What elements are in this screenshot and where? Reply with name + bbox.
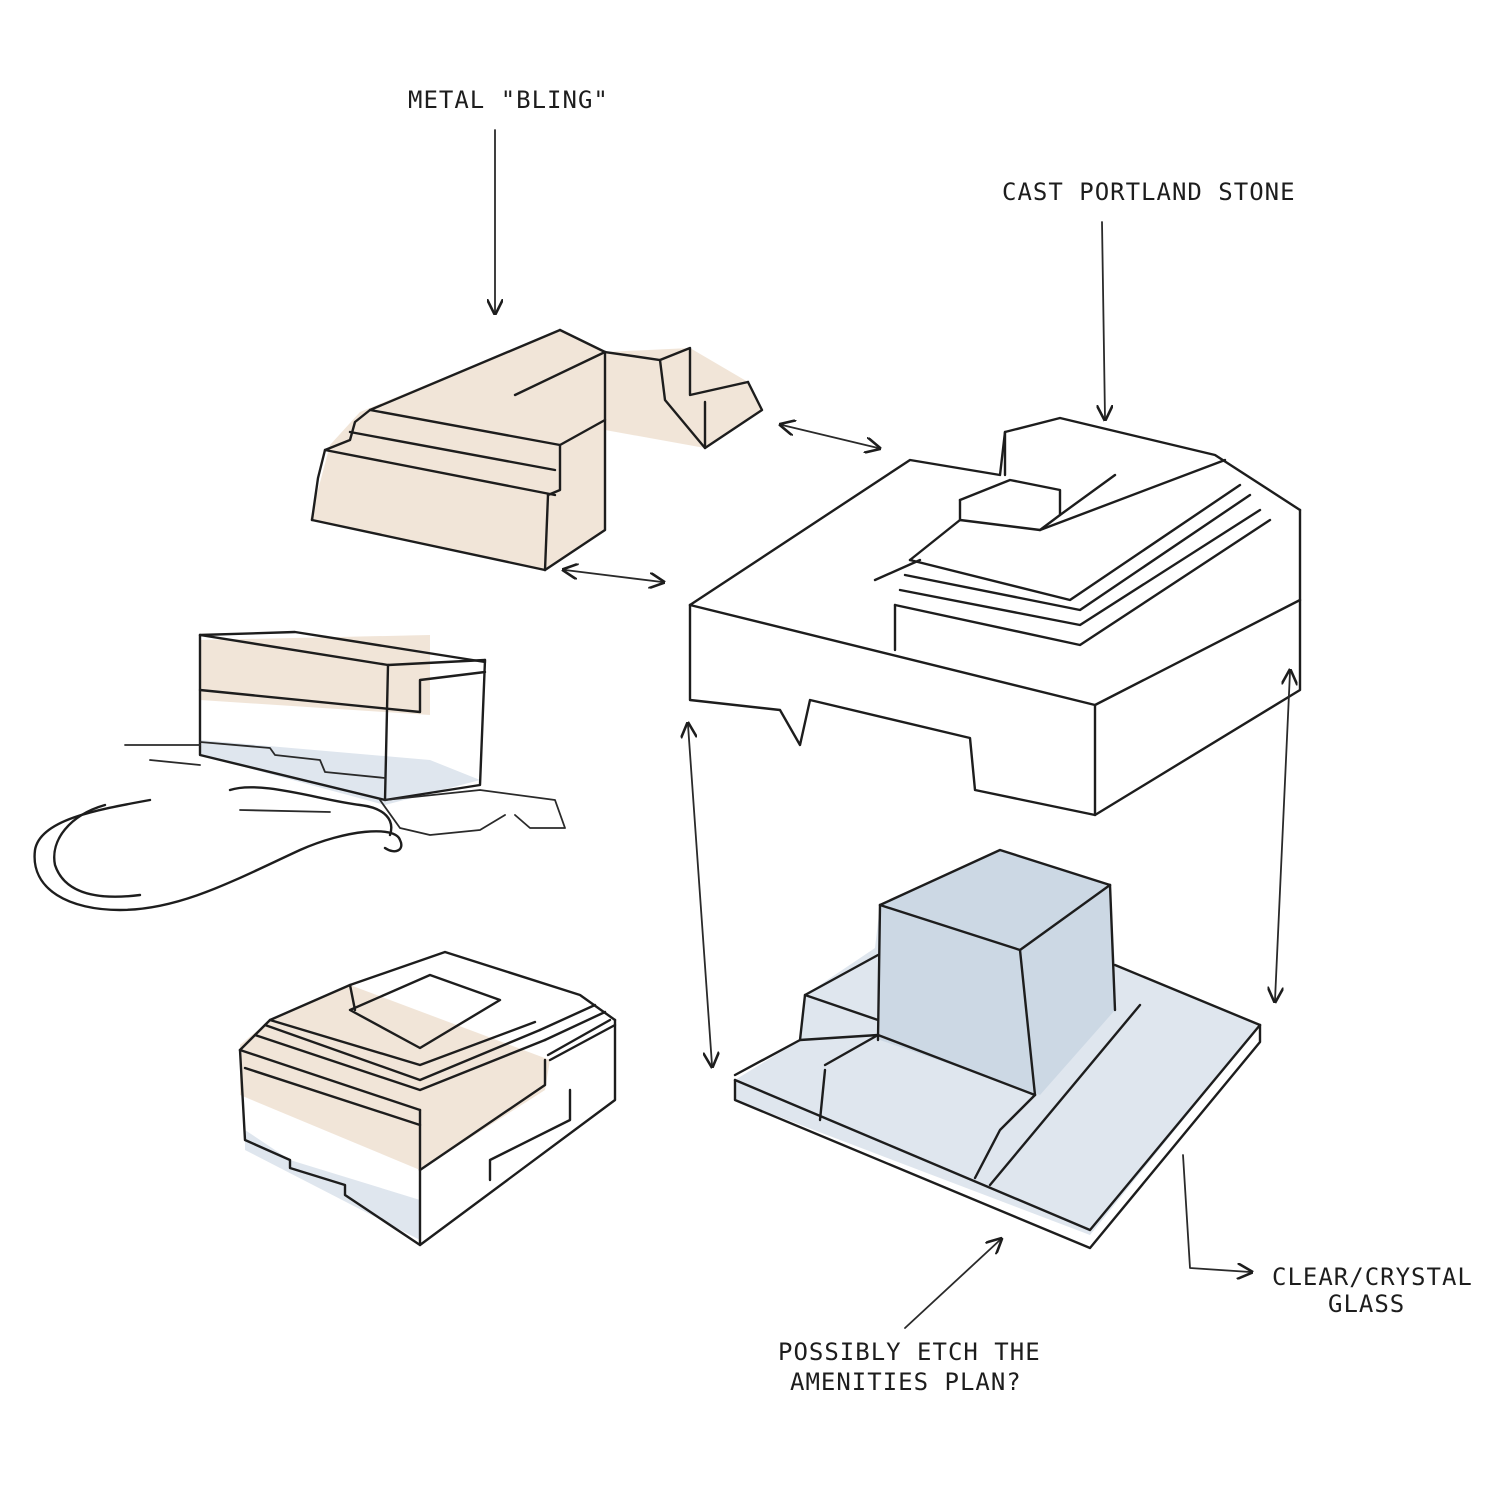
etch-amenities-label-line2: AMENITIES PLAN? [790, 1368, 1022, 1396]
clear-glass-component [733, 848, 1262, 1250]
glass-label-arrow [1182, 1154, 1250, 1272]
assembled-model [238, 950, 617, 1247]
etch-amenities-label-line1: POSSIBLY ETCH THE [778, 1338, 1041, 1366]
relation-arrows [495, 129, 1290, 1329]
stone-glass-double-arrow-left [688, 725, 712, 1065]
etch-label-arrow [904, 1240, 1000, 1329]
stone-glass-double-arrow-right [1275, 672, 1290, 1000]
annotations: METAL "BLING" CAST PORTLAND STONE CLEAR/… [408, 86, 1473, 1396]
hand-held-model [33, 630, 566, 912]
metal-bling-component [310, 328, 764, 572]
stone-label-arrow [1102, 221, 1105, 418]
metal-stone-double-arrow-upper [782, 425, 878, 448]
metal-bling-label: METAL "BLING" [408, 86, 609, 114]
clear-crystal-glass-label-line1: CLEAR/CRYSTAL [1272, 1263, 1473, 1291]
cast-portland-stone-label: CAST PORTLAND STONE [1002, 178, 1296, 206]
clear-crystal-glass-label-line2: GLASS [1328, 1290, 1405, 1318]
cast-portland-stone-component [688, 416, 1302, 817]
metal-stone-double-arrow-lower [565, 570, 662, 582]
